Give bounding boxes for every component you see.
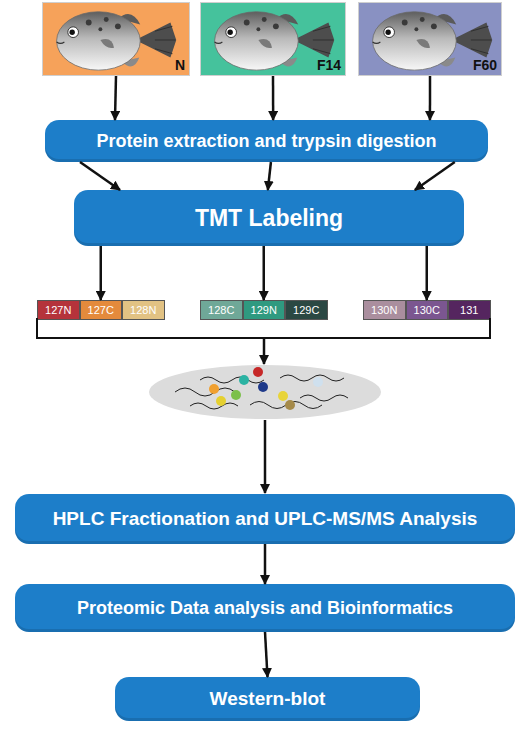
process-box: Western-blot xyxy=(115,677,420,721)
peptide-dot xyxy=(253,367,263,377)
tag-label: 127N xyxy=(45,304,71,316)
tmt-tag-cell: 127N xyxy=(37,300,80,320)
step-label: Protein extraction and trypsin digestion xyxy=(96,131,436,152)
process-box: HPLC Fractionation and UPLC-MS/MS Analys… xyxy=(15,494,515,544)
flow-arrow xyxy=(80,162,120,190)
flow-arrow xyxy=(264,544,267,584)
merge-arrow xyxy=(263,338,266,364)
tag-label: 127C xyxy=(88,304,114,316)
tag-label: 129N xyxy=(251,304,277,316)
step-label: TMT Labeling xyxy=(195,205,343,232)
sample-panel: N xyxy=(42,2,190,76)
peptide-line xyxy=(190,403,238,409)
tmt-tag-cell: 128C xyxy=(200,300,243,320)
flow-arrow xyxy=(264,420,267,493)
peptide-line xyxy=(250,402,322,409)
tag-label: 130N xyxy=(371,304,397,316)
peptide-dot xyxy=(231,390,241,400)
peptide-dot xyxy=(285,400,295,410)
process-box: Protein extraction and trypsin digestion xyxy=(45,120,488,162)
flow-arrow xyxy=(426,246,429,300)
flow-arrow xyxy=(429,76,432,120)
tag-label: 128C xyxy=(208,304,234,316)
tmt-tag-cell: 128N xyxy=(122,300,165,320)
tmt-tag-cell: 127C xyxy=(80,300,123,320)
peptide-dot xyxy=(239,375,249,385)
peptide-line xyxy=(280,375,344,381)
peptide-line xyxy=(200,377,264,383)
peptide-dot xyxy=(209,384,219,394)
tmt-tag-cell: 131 xyxy=(448,300,491,320)
process-box: TMT Labeling xyxy=(74,190,464,246)
tmt-tag-cell: 129N xyxy=(243,300,286,320)
peptide-line xyxy=(300,395,348,401)
peptide-dot xyxy=(258,382,268,392)
tmt-tag-cell: 130C xyxy=(406,300,449,320)
peptide-dot xyxy=(313,377,323,387)
step-label: Western-blot xyxy=(210,688,326,710)
tmt-tag-cell: 129C xyxy=(285,300,328,320)
flow-arrow xyxy=(265,632,268,677)
flow-arrow xyxy=(262,246,265,300)
tag-label: 129C xyxy=(293,304,319,316)
flow-arrow xyxy=(100,246,103,300)
merge-bracket xyxy=(37,318,490,338)
step-label: HPLC Fractionation and UPLC-MS/MS Analys… xyxy=(53,508,478,530)
sample-panel: F60 xyxy=(358,2,502,76)
tag-label: 128N xyxy=(130,304,156,316)
flow-arrow xyxy=(272,76,275,120)
peptide-dot xyxy=(278,391,288,401)
flow-arrow xyxy=(415,162,455,190)
tag-label: 130C xyxy=(414,304,440,316)
group-label: F14 xyxy=(317,57,341,73)
peptide-mixture xyxy=(149,365,381,419)
flow-arrow xyxy=(115,76,116,120)
tag-label: 131 xyxy=(460,304,478,316)
step-label: Proteomic Data analysis and Bioinformati… xyxy=(77,598,453,619)
process-box: Proteomic Data analysis and Bioinformati… xyxy=(15,584,515,632)
peptide-line xyxy=(175,388,235,396)
tmt-tag-cell: 130N xyxy=(363,300,406,320)
flow-arrow xyxy=(268,162,271,190)
mixture-ellipse xyxy=(149,365,381,419)
group-label: N xyxy=(175,57,185,73)
group-label: F60 xyxy=(473,57,497,73)
sample-panel: F14 xyxy=(200,2,346,76)
peptide-dot xyxy=(216,396,226,406)
